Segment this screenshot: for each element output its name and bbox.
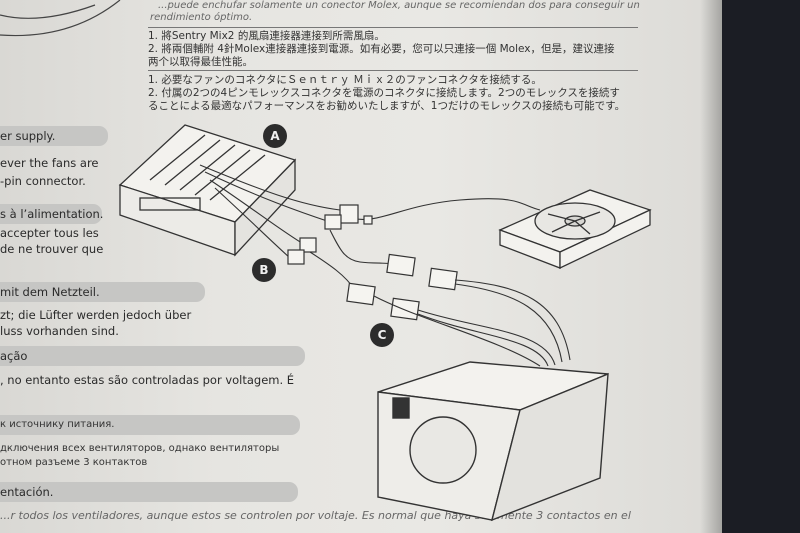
callout-b-label: B [259,263,269,277]
chinese-instructions: 1. 將Sentry Mix2 的風扇連接器連接到所需風扇。 2. 將兩個輔附 … [148,30,615,69]
band-french [0,204,102,224]
divider [148,70,638,71]
header-line-1: ...puede enchufar solamente un conector … [158,0,640,11]
callout-b: B [252,258,276,282]
header-line-0: rendimiento óptimo. [150,12,253,23]
band-spanish [0,482,298,502]
russian-text-3: отном разъеме 3 контактов [0,457,148,468]
band-portuguese [0,346,305,366]
chinese-line-1: 1. 將Sentry Mix2 的風扇連接器連接到所需風扇。 [148,30,385,42]
band-german [0,282,205,302]
japanese-instructions: 1. 必要なファンのコネクタにＳｅｎｔｒｙ Ｍｉｘ２のファンコネクタを接続する。… [148,74,625,113]
band-english [0,126,108,146]
japanese-line-3: ることによる最適なパフォーマンスをお勧めいたしますが、1つだけのモレックスの接続… [148,100,626,112]
japanese-line-1: 1. 必要なファンのコネクタにＳｅｎｔｒｙ Ｍｉｘ２のファンコネクタを接続する。 [148,74,542,86]
band-russian [0,415,300,435]
wiring-diagram [0,0,652,522]
callout-a-label: A [270,129,280,143]
connectors [287,204,458,321]
callout-c-label: C [377,328,387,342]
spanish-text-1: entación. [0,485,54,499]
power-supply [377,361,609,522]
portuguese-text-2: , no entanto estas são controladas por v… [0,373,295,387]
german-text-3: luss vorhanden sind. [0,324,119,338]
russian-text-2: дключения всех вентиляторов, однако вент… [0,443,280,454]
german-text-1: mit dem Netzteil. [0,285,100,299]
fan-controller-bay [118,124,297,257]
french-text-1: s à l’alimentation. [0,207,104,221]
page-edge-shadow [700,0,722,533]
french-text-3: de ne trouver que [0,242,104,256]
case-fan [498,189,652,270]
chinese-line-2: 2. 將兩個輔附 4針Molex連接器連接到電源。如有必要，您可以只連接一個 M… [148,43,615,55]
japanese-line-2: 2. 付属の2つの4ピンモレックスコネクタを電源のコネクタに接続します。2つのモ… [148,87,620,99]
english-text-1: er supply. [0,129,56,143]
callout-c: C [370,323,394,347]
french-text-2: accepter tous les [0,226,99,240]
english-text-2: ever the fans are [0,156,99,170]
callout-a: A [263,124,287,148]
chinese-line-3: 两个以取得最佳性能。 [148,56,253,68]
divider [148,27,638,28]
english-text-3: -pin connector. [0,174,86,188]
german-text-2: zt; die Lüfter werden jedoch über [0,308,192,322]
portuguese-text-1: ação [0,349,28,363]
instruction-sheet: ...puede enchufar solamente un conector … [0,0,722,533]
spanish-header-text: ...puede enchufar solamente un conector … [150,0,710,24]
russian-text-1: к источнику питания. [0,419,115,430]
psu-cables [373,279,571,367]
